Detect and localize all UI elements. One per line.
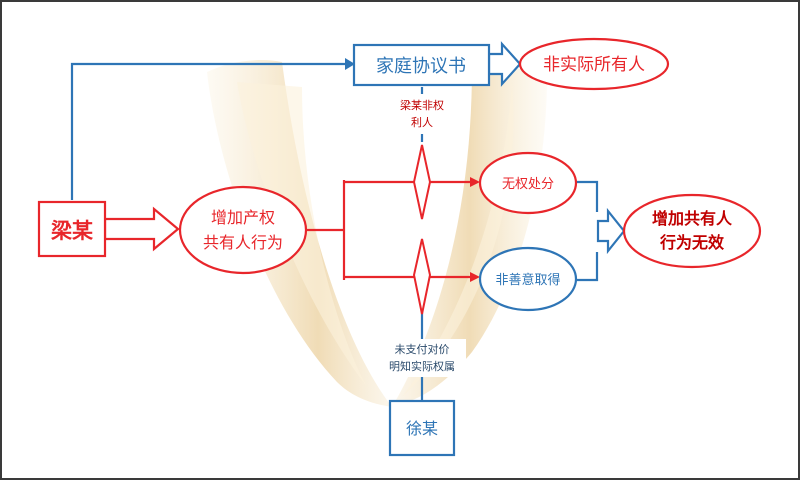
block-arrow-agreement [487,41,522,87]
bad-faith-ellipse [478,246,578,312]
xu-label: 徐某 [406,419,438,438]
arrowhead-to-bad-faith [470,272,480,282]
xu-box [388,399,456,457]
annotation-xu-line1: 未支付对价 [395,342,450,356]
non-owner-label: 非实际所有人 [543,55,645,75]
add-title-line2: 共有人行为 [203,233,283,252]
arrowhead-to-no-right [470,177,480,187]
no-right-ellipse [478,151,578,215]
agreement-label: 家庭协议书 [376,56,466,77]
red-connectors [307,180,472,280]
diamond-connector-upper [412,144,432,220]
non-owner-ellipse [518,37,670,91]
void-ellipse [622,193,762,269]
block-arrow-void [596,207,626,255]
annotation-liang-line2: 利人 [411,116,433,129]
agreement-box [352,43,491,87]
annotation-bg-liang [394,94,450,134]
void-line2: 行为无效 [659,233,724,252]
annotation-bg-xu [378,339,466,377]
arrowhead-to-agreement [345,58,355,70]
no-right-label: 无权处分 [502,176,554,192]
annotation-xu-line2: 明知实际权属 [389,359,455,373]
block-arrow-liang [103,206,180,252]
diamond-connector-lower [412,238,432,315]
annotation-liang-line1: 梁某非权 [400,98,444,112]
liang-label: 梁某 [50,219,94,243]
bad-faith-label: 非善意取得 [495,272,560,288]
add-title-line1: 增加产权 [211,208,275,227]
add-title-ellipse [178,185,308,275]
void-line1: 增加共有人 [652,209,733,228]
liang-box [37,200,107,258]
